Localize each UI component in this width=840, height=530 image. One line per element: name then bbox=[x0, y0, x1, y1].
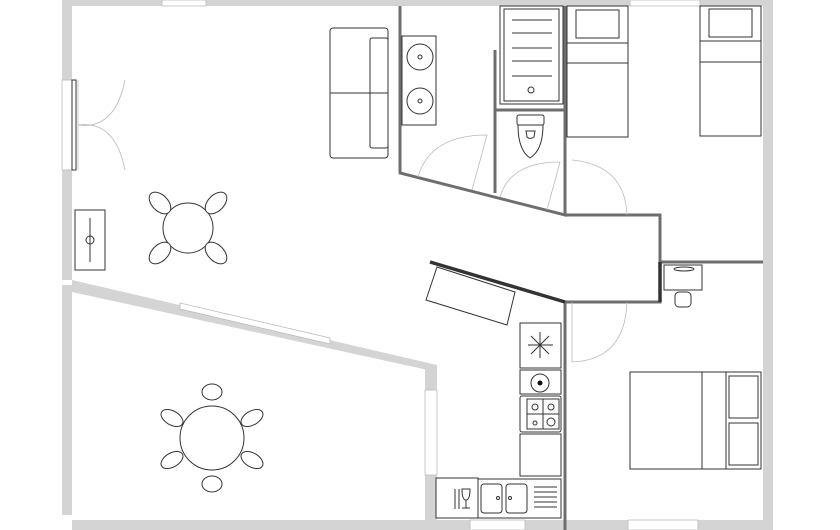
double-sink-icon bbox=[401, 35, 437, 126]
single-bed-icon bbox=[566, 5, 629, 138]
dishwasher-glass-icon bbox=[435, 477, 479, 519]
double-sink-drainer-icon bbox=[477, 478, 562, 519]
doors[interactable] bbox=[417, 134, 628, 363]
oven-icon bbox=[519, 369, 562, 395]
gas-hob-icon bbox=[519, 395, 562, 433]
tv-unit-icon bbox=[425, 266, 516, 326]
sofa-icon bbox=[329, 27, 389, 159]
desk-chair-icon bbox=[663, 264, 703, 308]
interior-walls bbox=[398, 6, 763, 530]
toilet-icon bbox=[516, 114, 545, 159]
table-4-chairs-icon bbox=[148, 191, 228, 265]
fridge-icon bbox=[519, 322, 562, 369]
single-bed-icon bbox=[699, 5, 762, 137]
windows bbox=[61, 0, 701, 530]
radiator-icon bbox=[74, 209, 106, 271]
entrance-door[interactable] bbox=[71, 79, 126, 171]
table-6-chairs-icon bbox=[160, 383, 264, 493]
shower-icon bbox=[499, 5, 564, 105]
kitchen-counter bbox=[519, 433, 562, 477]
double-bed-icon bbox=[629, 371, 762, 470]
